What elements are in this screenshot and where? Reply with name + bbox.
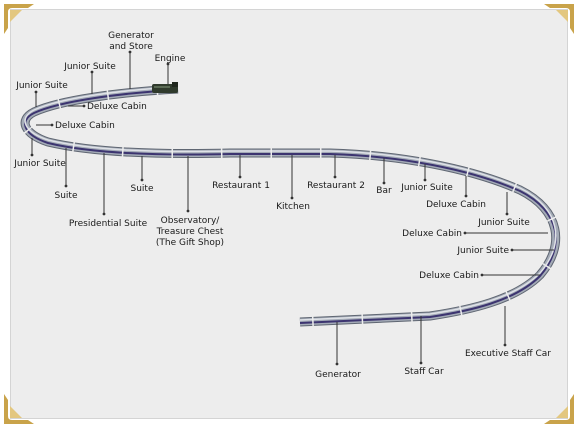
gold-corner-ornament-icon [544, 394, 574, 424]
label-engine: Engine [155, 54, 186, 64]
label-generator-bottom: Generator [315, 370, 361, 380]
label-deluxe-cabin-3: Deluxe Cabin [426, 200, 486, 210]
label-observatory-line3: (The Gift Shop) [156, 238, 224, 248]
label-junior-suite-left: Junior Suite [13, 159, 66, 169]
leader-lines [30, 50, 554, 366]
label-observatory-line1: Observatory/ [161, 216, 221, 226]
label-deluxe-cabin-5: Deluxe Cabin [419, 271, 479, 281]
locomotive-icon [152, 82, 178, 93]
label-kitchen: Kitchen [276, 202, 310, 212]
gold-corner-ornament-icon [544, 4, 574, 34]
label-junior-suite-right-3: Junior Suite [456, 246, 509, 256]
label-junior-suite-right-2: Junior Suite [477, 218, 530, 228]
label-observatory-line2: Treasure Chest [156, 227, 224, 237]
label-junior-suite-right-1: Junior Suite [400, 183, 453, 193]
label-deluxe-cabin-1: Deluxe Cabin [87, 102, 147, 112]
label-deluxe-cabin-4: Deluxe Cabin [402, 229, 462, 239]
gold-corner-ornament-icon [4, 394, 34, 424]
label-generator-store-line1: Generator [108, 31, 154, 41]
label-suite-1: Suite [55, 191, 78, 201]
label-staff-car: Staff Car [404, 367, 444, 377]
label-generator-store-line2: and Store [109, 42, 153, 52]
label-bar: Bar [376, 186, 392, 196]
car-labels: Generator and Store Engine Junior Suite … [13, 31, 551, 380]
gold-corner-ornament-icon [4, 4, 34, 34]
label-suite-2: Suite [131, 184, 154, 194]
label-restaurant-2: Restaurant 2 [307, 181, 365, 191]
label-deluxe-cabin-2: Deluxe Cabin [55, 121, 115, 131]
label-junior-suite-top: Junior Suite [63, 62, 116, 72]
label-presidential-suite: Presidential Suite [69, 219, 148, 229]
label-executive-staff-car: Executive Staff Car [465, 349, 551, 359]
label-restaurant-1: Restaurant 1 [212, 181, 270, 191]
label-junior-suite-upper-left: Junior Suite [15, 81, 68, 91]
